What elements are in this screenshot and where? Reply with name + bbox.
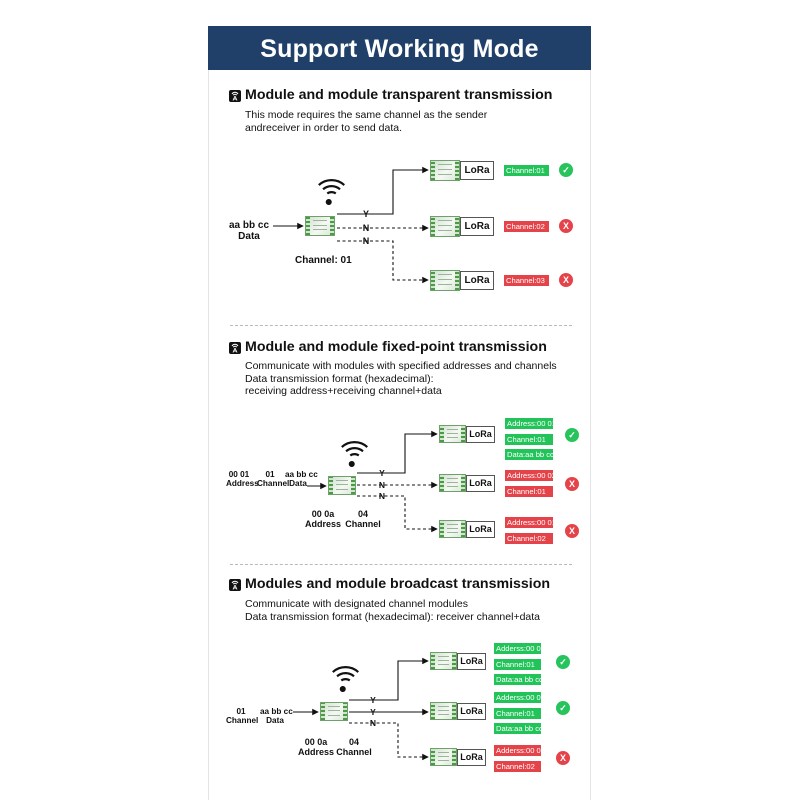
receiver-tag: Data:aa bb cc xyxy=(505,449,554,460)
sender-channel-label: 04 Channel xyxy=(345,509,381,529)
lora-label: LoRa xyxy=(466,426,495,443)
input-label-channel: 01 Channel xyxy=(257,470,290,488)
section-divider xyxy=(230,325,572,326)
receiver-module xyxy=(430,748,457,766)
sender-address-label: 00 0a Address xyxy=(304,509,341,529)
section-description: Communicate with modules with specified … xyxy=(245,360,557,398)
branch-line xyxy=(349,722,429,761)
description-line: receiving address+receiving channel+data xyxy=(245,385,442,397)
receiver-tag: Data:aa bb cc xyxy=(494,723,543,734)
lora-label: LoRa xyxy=(460,161,494,180)
receiver-module xyxy=(430,160,460,181)
cross-icon: X xyxy=(559,219,573,233)
receiver-module xyxy=(439,425,466,443)
receiver-module xyxy=(439,520,466,538)
cross-icon: X xyxy=(565,524,579,538)
section-divider xyxy=(230,564,572,565)
receiver-tag: Channel:02 xyxy=(505,532,553,544)
receiver-tag: Channel:01 xyxy=(505,433,553,445)
branch-label-yes: Y xyxy=(370,695,376,705)
branch-line xyxy=(349,657,429,701)
description-line: Data transmission format (hexadecimal): xyxy=(245,372,434,385)
receiver-tag: Channel:01 xyxy=(494,658,541,670)
receiver-tag: Address:00 02 xyxy=(505,470,556,481)
branch-label-yes: Y xyxy=(363,209,369,219)
section-description: This mode requires the same channel as t… xyxy=(245,109,487,134)
receiver-module xyxy=(430,702,457,720)
content-frame xyxy=(208,26,591,800)
wireless-signal-icon xyxy=(229,342,241,354)
branch-label-yes: Y xyxy=(370,707,376,717)
cross-icon: X xyxy=(559,273,573,287)
sender-module xyxy=(328,476,356,495)
check-icon: ✓ xyxy=(559,163,573,177)
receiver-tag: Channel:01 xyxy=(494,707,541,719)
receiver-tag: Adderss:00 01 xyxy=(494,643,545,654)
section-title-fixed-point: Module and module fixed-point transmissi… xyxy=(245,339,547,355)
sender-module xyxy=(305,216,335,236)
section-title-transparent: Module and module transparent transmissi… xyxy=(245,87,553,103)
channel-tag: Channel:03 xyxy=(504,275,549,286)
receiver-tag: Channel:01 xyxy=(505,485,553,497)
description-line: andreceiver in order to send data. xyxy=(245,121,403,134)
receiver-module xyxy=(430,652,457,670)
check-icon: ✓ xyxy=(565,428,579,442)
wifi-arc-icon xyxy=(341,441,368,467)
lora-label: LoRa xyxy=(460,217,494,236)
wireless-signal-icon xyxy=(229,579,241,591)
branch-label-no: N xyxy=(370,718,376,728)
branch-label-no: N xyxy=(379,491,385,501)
lora-label: LoRa xyxy=(457,749,486,766)
branch-line xyxy=(357,495,438,533)
check-icon: ✓ xyxy=(556,655,570,669)
branch-label-no: N xyxy=(363,223,370,233)
branch-label-no: N xyxy=(363,236,370,246)
input-label-address: 00 01 Address xyxy=(226,470,259,488)
description-line: Communicate with designated channel modu… xyxy=(245,598,468,610)
lora-label: LoRa xyxy=(466,521,495,538)
sender-address-label: 00 0a Address xyxy=(297,737,334,757)
receiver-tag: Data:aa bb cc xyxy=(494,674,543,685)
section-description: Communicate with designated channel modu… xyxy=(245,598,540,623)
cross-icon: X xyxy=(565,477,579,491)
receiver-module xyxy=(430,270,460,291)
channel-tag: Channel:02 xyxy=(504,221,549,232)
sender-channel-label: Channel: 01 xyxy=(295,255,352,266)
cross-icon: X xyxy=(556,751,570,765)
wifi-arc-icon xyxy=(318,179,345,205)
lora-label: LoRa xyxy=(457,703,486,720)
input-label-channel: 01 Channel xyxy=(226,707,259,725)
branch-line xyxy=(357,430,438,474)
branch-line xyxy=(337,166,429,215)
sender-channel-label: 04 Channel xyxy=(336,737,372,757)
description-line: This mode requires the same channel as t… xyxy=(245,109,488,121)
lora-label: LoRa xyxy=(466,475,495,492)
receiver-tag: Adderss:00 02 xyxy=(494,692,545,703)
branch-line xyxy=(337,240,429,284)
input-label-data: aa bb cc Data xyxy=(260,707,293,725)
receiver-module xyxy=(430,216,460,237)
page-title: Support Working Mode xyxy=(208,26,591,70)
description-line: Communicate with modules with specified … xyxy=(245,360,557,372)
receiver-module xyxy=(439,474,466,492)
check-icon: ✓ xyxy=(556,701,570,715)
lora-label: LoRa xyxy=(457,653,486,670)
receiver-tag: Address:00 01 xyxy=(505,418,556,429)
wifi-arc-icon xyxy=(332,666,359,692)
receiver-tag: Adderss:00 03 xyxy=(494,745,545,756)
sender-module xyxy=(320,702,348,721)
lora-label: LoRa xyxy=(460,271,494,290)
receiver-tag: Channel:02 xyxy=(494,760,541,772)
channel-tag: Channel:01 xyxy=(504,165,549,176)
input-label-data: aa bb cc Data xyxy=(285,470,318,488)
branch-label-yes: Y xyxy=(379,468,385,478)
branch-label-no: N xyxy=(379,480,385,490)
section-title-broadcast: Modules and module broadcast transmissio… xyxy=(245,576,551,592)
wireless-signal-icon xyxy=(229,90,241,102)
receiver-tag: Address:00 01 xyxy=(505,517,556,528)
description-line: Data transmission format (hexadecimal): … xyxy=(245,610,541,623)
input-label: aa bb cc Data xyxy=(228,220,270,242)
